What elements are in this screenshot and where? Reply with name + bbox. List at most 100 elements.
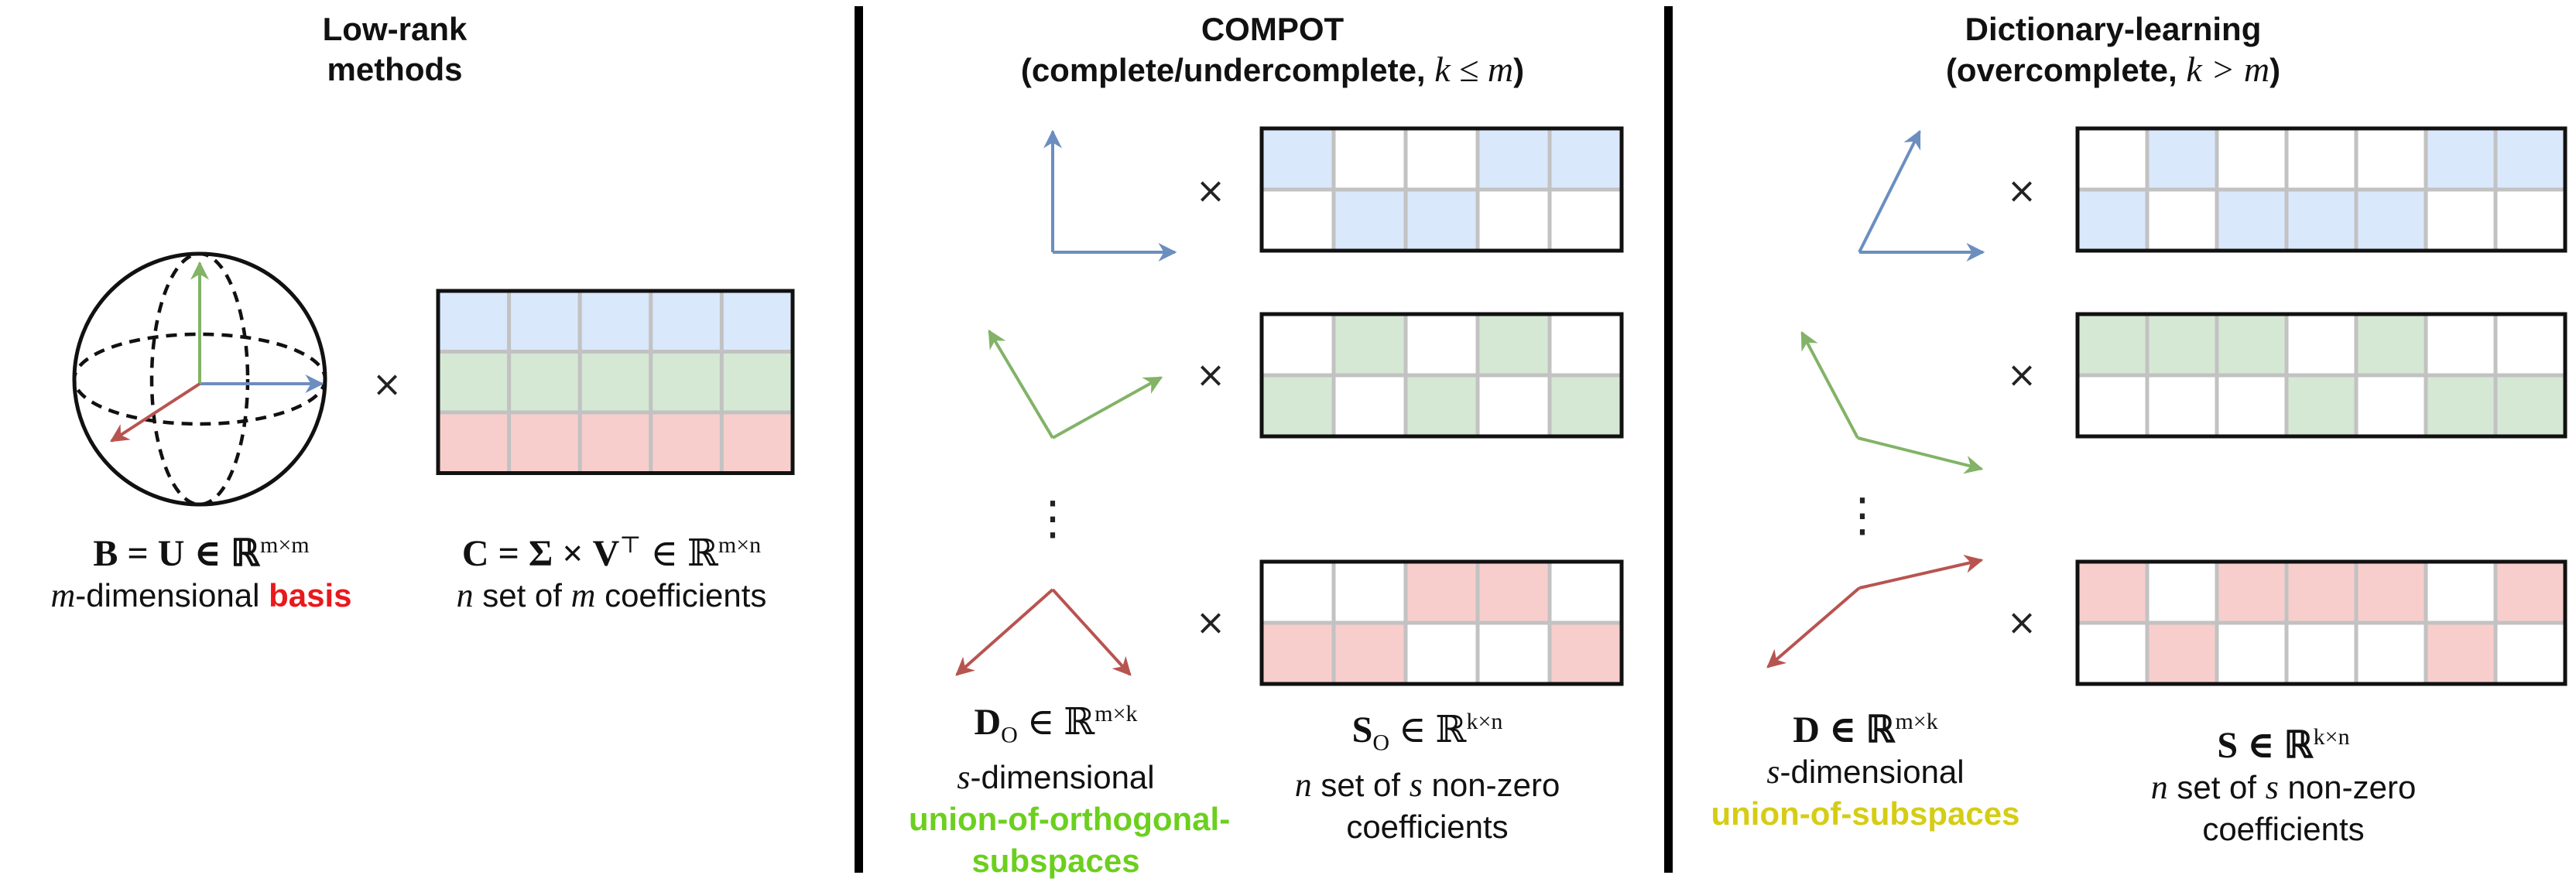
matrix-cell: [1547, 312, 1624, 378]
matrix-cell: [577, 410, 653, 475]
dict-desc-var: s: [1766, 753, 1780, 791]
matrix-cell: [2354, 187, 2428, 253]
times-sign-3: ×: [2007, 601, 2037, 643]
matrix-cell: [2284, 312, 2358, 378]
dict-vector-red-b: [1858, 555, 1984, 590]
matrix-cell: [2354, 620, 2428, 686]
matrix-cell: [2424, 373, 2498, 439]
dict-formula: D ∈ ℝm×k: [1711, 701, 2020, 751]
matrix-cell: [2215, 559, 2289, 625]
coef-desc-n: n: [456, 576, 474, 614]
matrix-cell: [577, 350, 653, 415]
matrix-frame: [1259, 126, 1624, 253]
matrix-cell: [1331, 187, 1408, 253]
matrix-cell: [2075, 126, 2150, 192]
dict-description: s-dimensional: [1711, 751, 2020, 793]
divider-right: [1664, 6, 1673, 873]
title-line-1: COMPOT: [1201, 11, 1345, 47]
dict-desc-text: -dimensional: [970, 758, 1155, 795]
matrix-cell: [2145, 187, 2219, 253]
times-sign-2: ×: [1196, 354, 1226, 395]
sparse-formula: SO ∈ ℝk×n: [1242, 701, 1613, 764]
dict-vector-red-a: [1766, 586, 1861, 668]
matrix-cell: [2424, 620, 2498, 686]
times-sign: ×: [372, 363, 402, 405]
dict-description: s-dimensional: [909, 757, 1203, 798]
matrix-cell: [1331, 312, 1408, 378]
matrix-cell: [1475, 373, 1552, 439]
matrix-cell: [2354, 126, 2428, 192]
times-sign-1: ×: [1196, 169, 1226, 211]
sparse-matrix-green: [1259, 312, 1624, 439]
basis-desc-var: m: [50, 576, 76, 614]
sparse-formula-sub: O: [1372, 730, 1390, 756]
title-line-1: Dictionary-learning: [1965, 11, 2262, 47]
matrix-cell: [1259, 312, 1336, 378]
panel-title-compot: COMPOT (complete/undercomplete, k ≤ m): [901, 9, 1644, 91]
matrix-cell: [2075, 187, 2150, 253]
matrix-cell: [1259, 559, 1336, 625]
divider-left: [855, 6, 863, 873]
matrix-cell: [2145, 373, 2219, 439]
matrix-cell: [2284, 559, 2358, 625]
basis-vector-red: [109, 382, 201, 443]
panel-title-dictionary: Dictionary-learning (overcomplete, k > m…: [1726, 9, 2500, 91]
sparse-description: n set of s non-zero: [2098, 767, 2469, 808]
title-line-1: Low-rank: [322, 11, 468, 47]
matrix-cell: [2424, 126, 2498, 192]
matrix-cell: [1475, 559, 1552, 625]
matrix-cell: [2075, 559, 2150, 625]
matrix-cell: [2354, 373, 2428, 439]
sparse-desc-s: s: [2265, 768, 2279, 806]
matrix-cell: [2493, 620, 2567, 686]
sparse-desc-line-2: coefficients: [2202, 811, 2365, 847]
matrix-cell: [436, 289, 512, 354]
matrix-cell: [1259, 126, 1336, 192]
compot-vector-green-b: [1052, 376, 1163, 439]
basis-sphere: [72, 251, 327, 507]
sparse-desc-end: non-zero: [1422, 766, 1560, 803]
dict-vector-green-b: [1857, 436, 1984, 474]
vertical-ellipsis: ⋮: [1029, 491, 1076, 545]
basis-formula: B = U ∈ ℝm×m: [0, 525, 402, 575]
dict-formula-text: D ∈ ℝ: [1793, 709, 1896, 750]
matrix-cell: [719, 289, 795, 354]
matrix-cell: [1259, 373, 1336, 439]
matrix-cell: [2075, 373, 2150, 439]
coef-formula-in: ∈ ℝ: [641, 533, 718, 574]
title-line-2-pre: (overcomplete,: [1945, 52, 2187, 88]
dictionary-caption: DO ∈ ℝm×k s-dimensional union-of-orthogo…: [909, 693, 1231, 882]
coef-formula-sup: m×n: [718, 532, 762, 558]
dictionary-diagram: ⋮ × × ×: [1766, 126, 2567, 686]
coef-formula: C = Σ × V⊤ ∈ ℝm×n: [395, 525, 828, 575]
dict-formula-in: ∈ ℝ: [1017, 702, 1095, 743]
title-line-2-post: ): [1513, 52, 1525, 88]
sparse-formula: S ∈ ℝk×n: [2098, 716, 2469, 767]
dict-highlight-line-1: union-of-orthogonal-: [909, 800, 1231, 837]
matrix-cell: [1403, 312, 1480, 378]
basis-desc-highlight: basis: [269, 577, 352, 614]
dict-formula-sup: m×k: [1895, 709, 1938, 734]
matrix-cell: [2424, 312, 2498, 378]
dict-highlight-line-2: subspaces: [971, 842, 1140, 879]
compot-diagram: ⋮ × × ×: [955, 126, 1624, 686]
sparse-matrix-green: [2075, 312, 2567, 439]
title-line-2-math: k ≤ m: [1434, 50, 1514, 89]
matrix-cell: [1403, 126, 1480, 192]
matrix-cell: [436, 410, 512, 475]
title-line-2: (complete/undercomplete, k ≤ m): [901, 50, 1644, 91]
times-sign-2: ×: [2007, 354, 2037, 395]
basis-desc-text: -dimensional: [75, 577, 269, 614]
low-rank-diagram: ×: [72, 251, 795, 507]
panel-dictionary-learning: Dictionary-learning (overcomplete, k > m…: [1664, 0, 2576, 879]
dict-formula-sup: m×k: [1094, 701, 1138, 726]
sparse-caption: S ∈ ℝk×n n set of s non-zero coefficient…: [2098, 716, 2469, 850]
matrix-cell: [577, 289, 653, 354]
matrix-cell: [1403, 187, 1480, 253]
times-sign-1: ×: [2007, 169, 2037, 211]
title-line-2: (overcomplete, k > m): [1726, 50, 2500, 91]
coef-formula-text: C = Σ × V: [461, 533, 620, 574]
matrix-cell: [2075, 312, 2150, 378]
matrix-cell: [2215, 187, 2289, 253]
matrix-cell: [649, 289, 724, 354]
